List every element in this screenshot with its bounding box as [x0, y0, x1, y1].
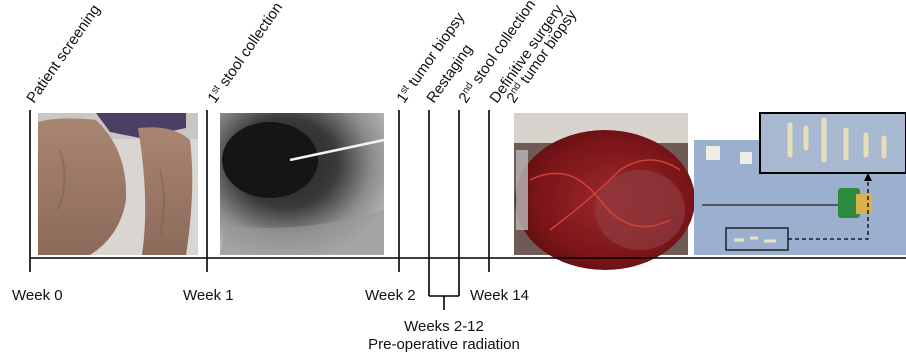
week-14-label: Week 14	[470, 287, 529, 304]
radiation-bracket	[429, 296, 459, 310]
photo-legs	[38, 113, 198, 255]
radiation-description-label: Pre-operative radiation	[368, 336, 520, 352]
event-label-part: stool collection	[214, 0, 287, 93]
event-label-patient-screening: Patient screening	[23, 2, 103, 107]
week-2-label: Week 2	[365, 287, 416, 304]
week-0-label: Week 0	[12, 287, 63, 304]
week-1-label: Week 1	[183, 287, 234, 304]
photo-surgical-specimen	[514, 113, 695, 270]
photo-core-biopsy-specimens	[694, 113, 906, 255]
event-label-part: Patient screening	[23, 2, 103, 107]
photo-ultrasound-biopsy	[220, 113, 384, 255]
event-label-stool-collection-1: 1st stool collection	[204, 0, 286, 106]
radiation-weeks-label: Weeks 2-12	[404, 318, 484, 335]
